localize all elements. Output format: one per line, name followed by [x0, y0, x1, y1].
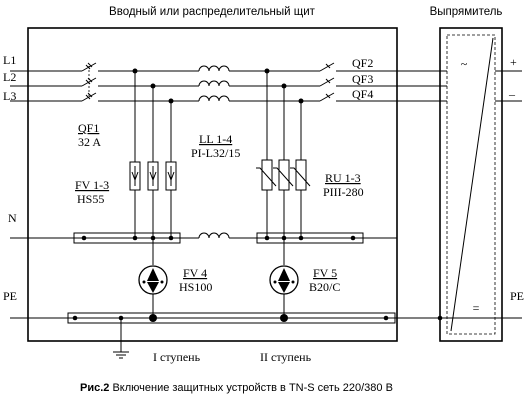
line-label-l3: L3 — [3, 89, 16, 103]
figure-caption: Рис.2 Включение защитных устройств в TN-… — [80, 382, 393, 394]
qf1-name: QF1 — [78, 121, 99, 135]
fv4-electrode-top — [147, 268, 159, 281]
ru1-body — [261, 159, 273, 191]
fv4-arrester — [138, 238, 168, 318]
qf1-pole-l3 — [81, 92, 97, 102]
qf3-contact — [319, 77, 335, 87]
neutral-conductor: N — [8, 211, 397, 244]
ru1-3-name: RU 1-3 — [325, 171, 361, 185]
ru2-symbol — [273, 167, 294, 187]
distribution-panel-frame — [27, 27, 398, 342]
stage-1-label: I ступень — [153, 350, 201, 364]
ground-icon — [113, 318, 129, 359]
n-busbar-stage1 — [73, 232, 181, 244]
dc-minus-label: – — [508, 87, 516, 101]
pe-conductor: PE PE — [3, 289, 524, 324]
n-terminal-7 — [298, 235, 304, 241]
ru2-body — [278, 159, 290, 191]
phase-conductors: L1 L2 L3 — [3, 53, 447, 103]
fv5-gas-dot-left — [273, 280, 277, 284]
qf4-contact — [319, 92, 335, 102]
qf2-contact — [319, 62, 335, 72]
pe-terminal-fv4 — [149, 314, 157, 322]
inductor-l3 — [198, 95, 230, 102]
fv1-3-arresters — [129, 71, 177, 238]
pe-terminal-3 — [383, 315, 389, 321]
n-terminal-5 — [264, 235, 270, 241]
n-terminal-2 — [132, 235, 138, 241]
stage-2-label: II ступень — [260, 350, 312, 364]
ru1-3-type: PIII-280 — [323, 185, 364, 199]
fv5-type: B20/C — [309, 280, 340, 294]
decoupling-inductors — [198, 65, 230, 239]
fv5-electrode-bottom — [278, 282, 290, 293]
figure-number: Рис.2 — [80, 382, 109, 394]
output-breakers: QF2 QF3 QF4 — [319, 56, 373, 102]
line-label-pe-left: PE — [3, 289, 17, 303]
rectifier-outputs: + – — [495, 55, 522, 102]
ll-type: PI-L32/15 — [191, 146, 240, 160]
fv1-3-type: HS55 — [77, 192, 104, 206]
fv5-arrester — [269, 238, 299, 318]
rectifier-title: Выпрямитель — [430, 6, 503, 18]
fv1-3-name: FV 1-3 — [75, 178, 109, 192]
fv3-symbol — [167, 166, 175, 186]
ru3-body — [295, 159, 307, 191]
line-label-n: N — [8, 211, 17, 225]
ll-name: LL 1-4 — [199, 132, 232, 146]
line-label-pe-right: PE — [510, 289, 524, 303]
inductor-l1 — [198, 65, 230, 72]
inductor-l2 — [198, 80, 230, 87]
fv5-electrode-top — [278, 268, 290, 281]
fv2-symbol — [149, 166, 157, 186]
line-label-l1: L1 — [3, 53, 16, 67]
rectifier-diagonal — [450, 37, 494, 332]
figure-caption-text: Включение защитных устройств в TN-S сеть… — [109, 382, 393, 394]
qf2-label: QF2 — [352, 56, 373, 70]
rectifier-inner-frame — [446, 34, 496, 335]
pe-terminal-fv5 — [280, 314, 288, 322]
fv4-electrode-bottom — [147, 282, 159, 293]
n-terminal-4 — [168, 235, 174, 241]
fv5-name: FV 5 — [313, 266, 337, 280]
rectifier-frame — [439, 27, 503, 342]
rectifier-ac-symbol: ~ — [461, 57, 468, 71]
fv4-gas-dot-left — [142, 280, 146, 284]
qf1-rating: 32 A — [78, 135, 101, 149]
rectifier: ~ = — [439, 27, 503, 342]
n-terminal-8 — [350, 235, 356, 241]
fv4-gas-dot-right — [160, 280, 164, 284]
dc-plus-label: + — [510, 55, 517, 69]
line-label-l2: L2 — [3, 70, 16, 84]
ru3-symbol — [290, 167, 311, 187]
pe-terminal-1 — [72, 315, 78, 321]
qf3-label: QF3 — [352, 72, 373, 86]
pe-busbar — [67, 312, 396, 324]
pe-terminal-rectifier — [437, 315, 443, 321]
inductor-n — [198, 232, 230, 239]
ru1-3-varistors — [256, 71, 311, 238]
n-busbar-stage2 — [256, 232, 364, 244]
panel-title: Вводный или распределительный щит — [109, 6, 316, 18]
ru1-symbol — [256, 167, 277, 187]
qf1-breaker — [81, 62, 97, 102]
n-terminal-1 — [81, 235, 87, 241]
fv5-gas-dot-right — [291, 280, 295, 284]
fv4-name: FV 4 — [183, 266, 207, 280]
rectifier-dc-symbol: = — [473, 301, 480, 315]
fv4-type: HS100 — [179, 280, 212, 294]
fv1-symbol — [131, 166, 139, 186]
qf4-label: QF4 — [352, 87, 373, 101]
